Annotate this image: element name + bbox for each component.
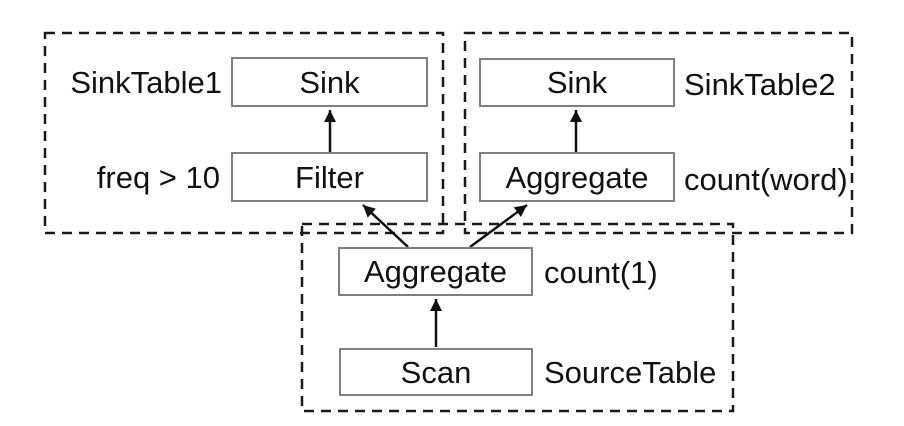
group-box-sink-table2	[463, 31, 854, 235]
group-box-source-table	[300, 222, 735, 413]
node-aggregate2: Aggregate	[479, 152, 675, 202]
edge-agg1-to-agg2	[469, 203, 528, 249]
annotation-sink-table1: SinkTable1	[70, 65, 222, 100]
node-aggregate1-label: Aggregate	[363, 254, 508, 289]
node-filter-label: Filter	[295, 159, 364, 195]
node-aggregate2-label: Aggregate	[505, 159, 649, 195]
edge-agg1-to-filter	[362, 204, 409, 248]
node-sink2-label: Sink	[546, 65, 608, 100]
annotation-filter-predicate: freq > 10	[96, 160, 220, 195]
node-sink1: Sink	[231, 57, 428, 107]
node-scan-label: Scan	[400, 354, 472, 390]
annotation-count-word: count(word)	[684, 162, 848, 197]
group-box-sink-table1	[43, 31, 445, 235]
node-sink2: Sink	[479, 58, 675, 107]
node-scan: Scan	[339, 348, 533, 396]
annotation-count-1: count(1)	[544, 255, 658, 290]
annotation-sink-table2: SinkTable2	[684, 67, 836, 102]
node-filter: Filter	[231, 152, 428, 202]
node-sink1-label: Sink	[299, 64, 360, 100]
node-aggregate1: Aggregate	[338, 247, 533, 296]
annotation-source-table: SourceTable	[544, 355, 717, 390]
